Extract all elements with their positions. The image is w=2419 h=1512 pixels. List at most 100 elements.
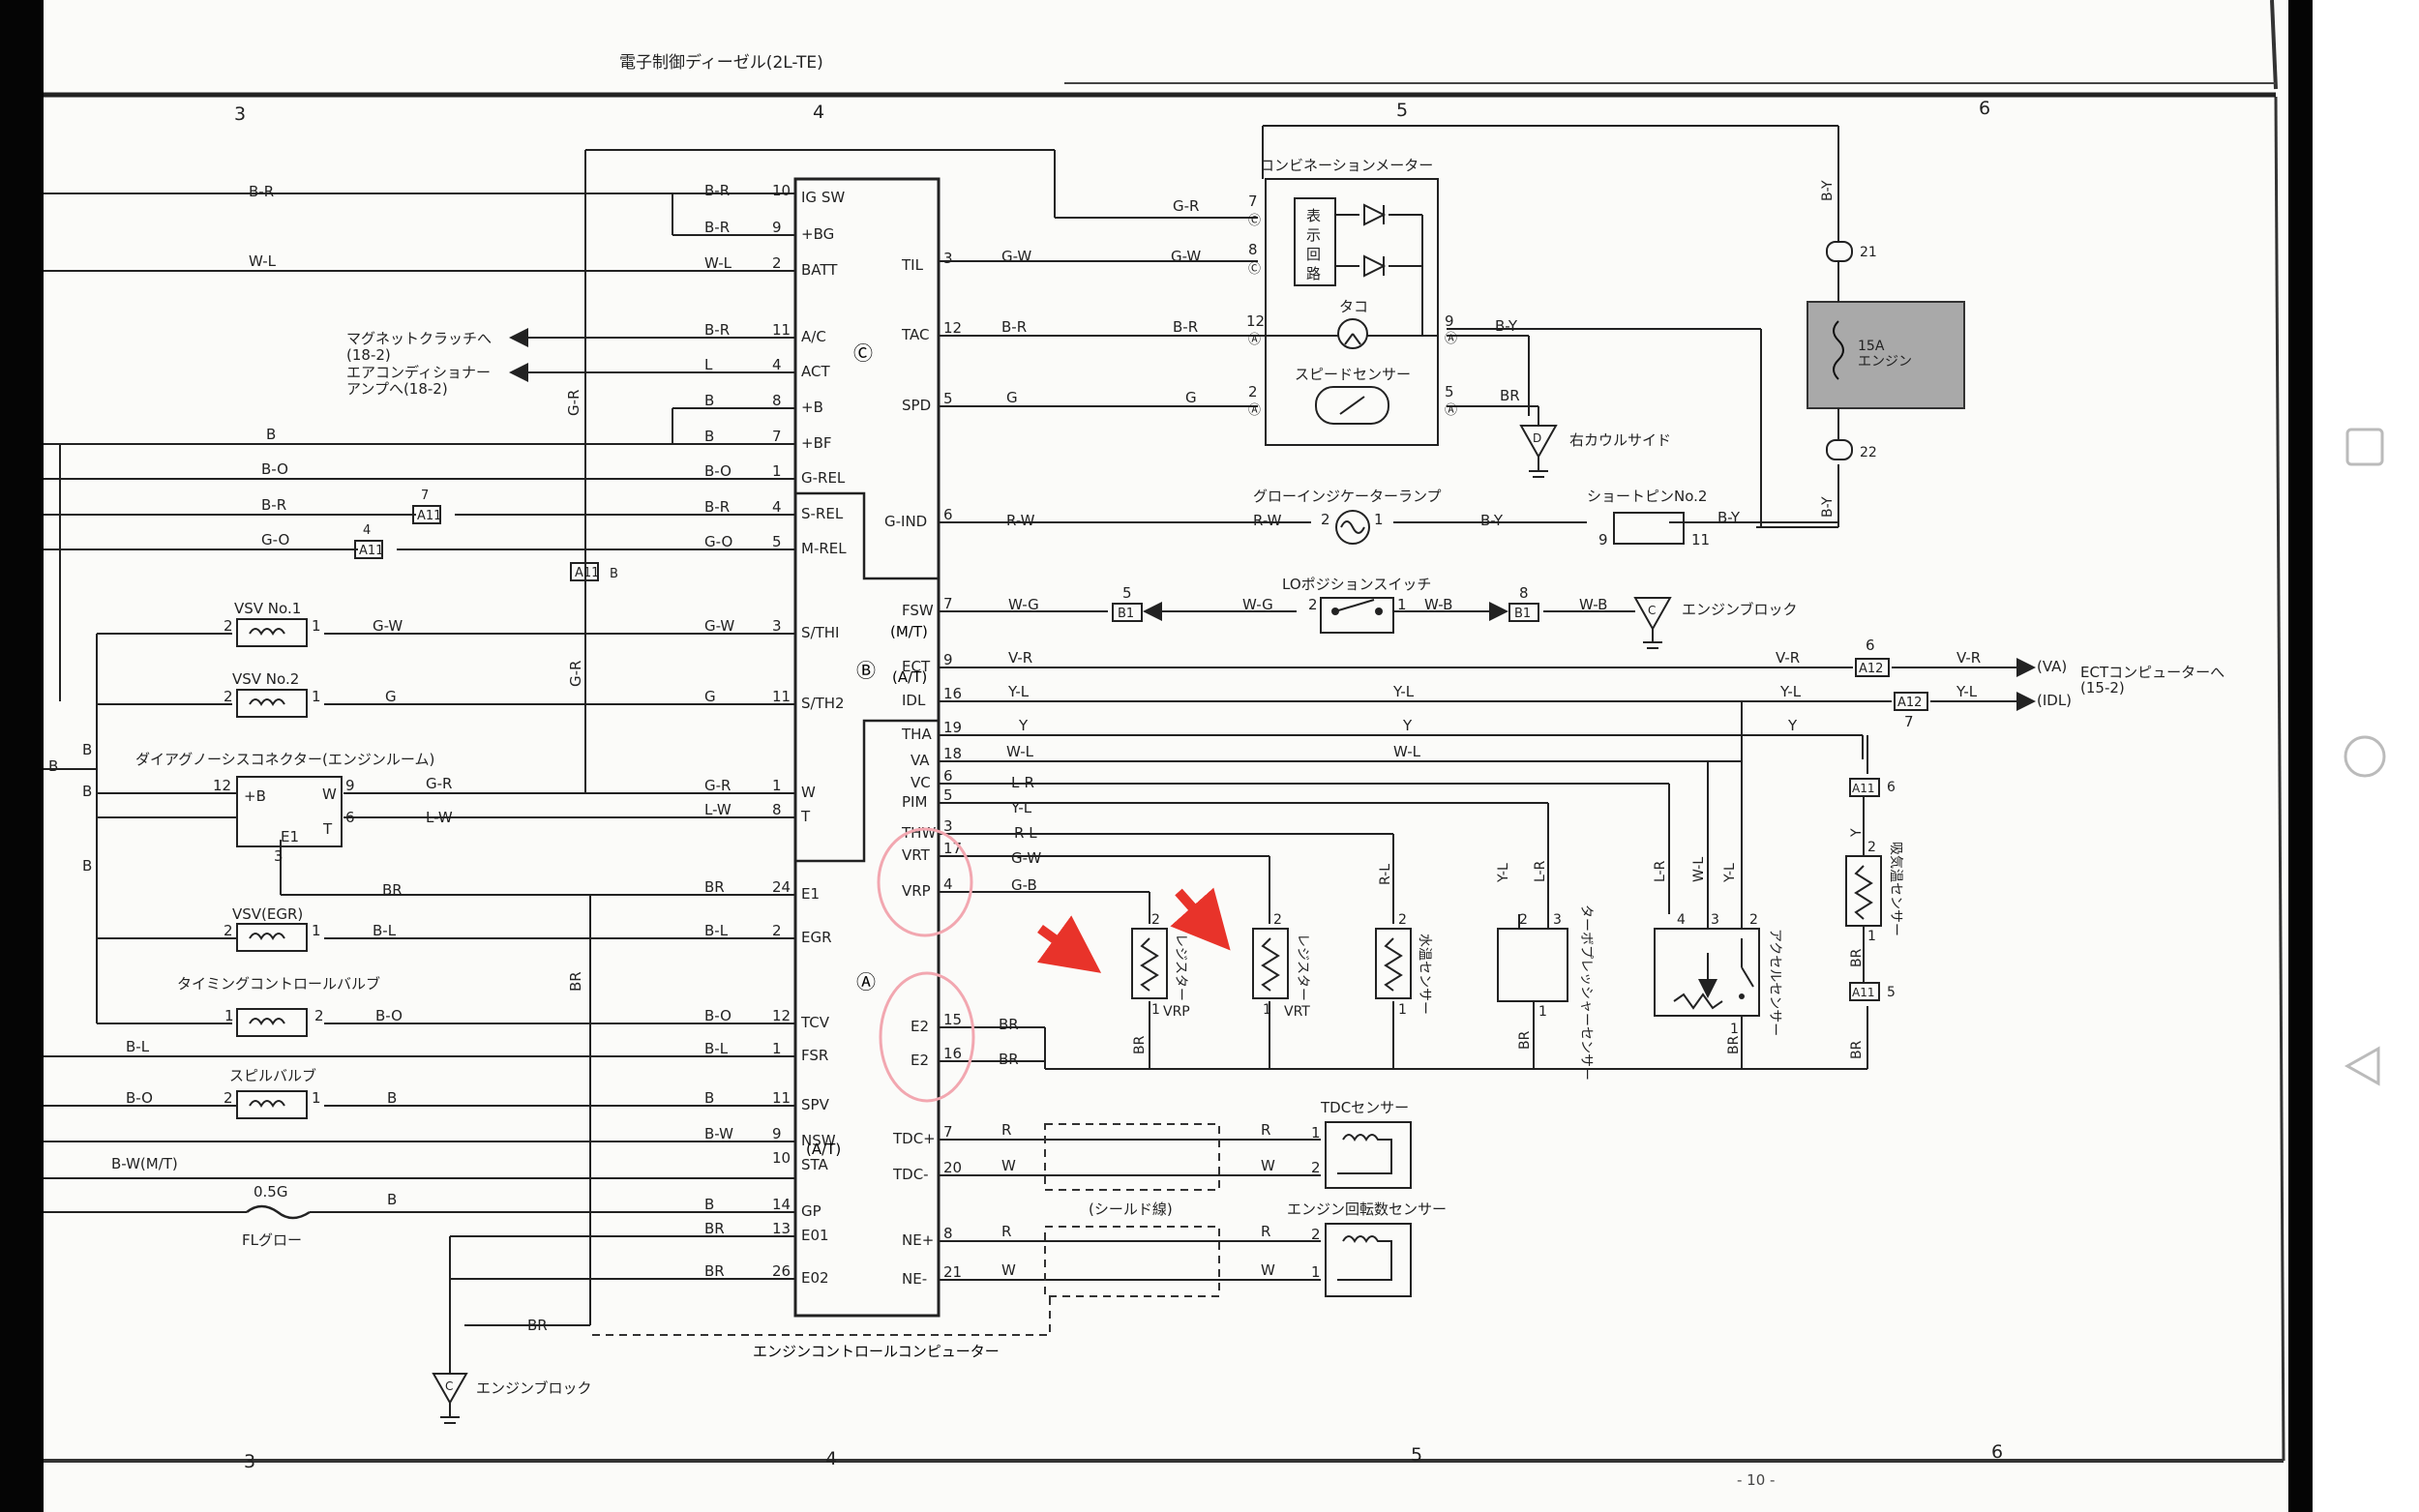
svg-text:Y-L: Y-L — [1779, 683, 1802, 700]
ecu-pin-number: 12 — [943, 319, 962, 337]
ecu-pin-number: 1 — [772, 1040, 782, 1057]
svg-text:1: 1 — [1398, 1002, 1407, 1018]
svg-text:1: 1 — [312, 1089, 321, 1107]
svg-text:TDCセンサー: TDCセンサー — [1320, 1099, 1409, 1116]
svg-text:A12: A12 — [1897, 696, 1922, 710]
svg-text:W: W — [322, 786, 337, 803]
ecu-pin-number: 7 — [943, 595, 953, 612]
ecu-pin-number: 9 — [943, 651, 953, 668]
svg-text:B1: B1 — [1118, 607, 1134, 621]
ecu-pin-name: NE+ — [902, 1231, 934, 1249]
svg-text:R-W: R-W — [1006, 512, 1035, 529]
vertical-wire-gr2: G-R — [567, 661, 584, 687]
svg-text:B-Y: B-Y — [1820, 180, 1836, 201]
svg-text:コンビネーションメーター: コンビネーションメーター — [1260, 157, 1433, 174]
svg-text:G-B: G-B — [1011, 876, 1037, 894]
svg-text:6: 6 — [1887, 780, 1896, 795]
ecu-pin-number: 1 — [772, 777, 782, 794]
ecu-wire-label: BR — [704, 1220, 725, 1237]
back-button[interactable] — [2340, 1041, 2390, 1091]
arrows-out — [509, 328, 581, 382]
turbo-pressure-sensor: 2 3 1 ターボプレッシャーセンサー Y-L L-R BR — [1496, 803, 1594, 1081]
svg-text:BR: BR — [1849, 948, 1865, 967]
ecu-pin-name: BATT — [801, 261, 838, 279]
svg-text:VRP: VRP — [1163, 1004, 1190, 1020]
ecu-pin-name: VRP — [902, 882, 931, 900]
svg-text:BR: BR — [1849, 1040, 1865, 1059]
svg-text:B-Y: B-Y — [1495, 317, 1518, 335]
lo-position-switch: LOポジションスイッチ 2 1 W-G W-B B1 5 B1 8 W-B W-… — [1008, 576, 1607, 634]
wire-label: B-R — [249, 183, 274, 200]
ecu-pin-number: 3 — [943, 817, 953, 835]
ecu-pin-name: +B — [801, 399, 823, 416]
svg-text:右カウルサイド: 右カウルサイド — [1569, 431, 1671, 449]
home-button[interactable] — [2340, 731, 2390, 782]
ecu-pin-number: 11 — [772, 1089, 791, 1107]
grid-num: 4 — [825, 1448, 837, 1469]
circle-e2 — [879, 971, 975, 1103]
ecu-pin-name: IDL — [902, 692, 926, 709]
fl-glow-fuse: 0.5G FLグロー — [242, 1183, 311, 1249]
paper — [44, 0, 2288, 1512]
ecu-wire-label: B-O — [704, 1007, 732, 1024]
left-b: B — [82, 857, 92, 875]
ecu-wire-label: B-R — [704, 182, 730, 199]
svg-text:V-R: V-R — [1776, 649, 1800, 667]
svg-text:A12: A12 — [1859, 662, 1883, 676]
svg-text:路: 路 — [1306, 265, 1321, 282]
svg-text:4: 4 — [363, 523, 371, 538]
right-arrows — [2003, 658, 2036, 711]
ecu-wire-label: G — [1006, 389, 1018, 406]
svg-text:W-L: W-L — [1691, 857, 1707, 882]
android-nav-bar — [2313, 0, 2419, 1512]
svg-text:エンジンブロック: エンジンブロック — [1682, 601, 1798, 618]
ecu-pin-number: 11 — [772, 688, 791, 705]
ecu-wire-label: BR — [704, 1262, 725, 1280]
ect-sub: (A/T) — [892, 668, 927, 686]
svg-text:R-L: R-L — [1014, 824, 1037, 842]
svg-text:Y: Y — [1849, 828, 1865, 838]
grid-num: 5 — [1396, 100, 1408, 121]
ecu-pin-name: NE- — [902, 1270, 927, 1288]
ecu-pin-number: 2 — [772, 254, 782, 272]
ecu-wire-label: BR — [704, 878, 725, 896]
svg-text:W: W — [1261, 1261, 1275, 1279]
svg-text:2: 2 — [1519, 912, 1528, 928]
svg-text:4: 4 — [1677, 912, 1686, 928]
svg-text:W: W — [1001, 1261, 1016, 1279]
left-wiring — [44, 149, 1258, 1374]
svg-text:1: 1 — [1867, 929, 1876, 944]
svg-text:L-W: L-W — [426, 809, 453, 826]
svg-text:マグネットクラッチへ: マグネットクラッチへ — [346, 330, 492, 347]
ecu-pin-number: 7 — [772, 428, 782, 445]
ecu-pin-number: 8 — [772, 392, 782, 409]
red-arrow-vrt — [1170, 887, 1231, 951]
svg-text:W-L: W-L — [1393, 743, 1421, 760]
svg-text:レジスター: レジスター — [1295, 934, 1310, 1001]
svg-text:G: G — [385, 688, 397, 705]
svg-text:W: W — [1261, 1157, 1275, 1174]
ecu-pin-name: FSW — [902, 602, 934, 619]
wire-label: B — [266, 426, 276, 443]
recents-button[interactable] — [2340, 422, 2390, 472]
svg-text:Ⓐ: Ⓐ — [1248, 333, 1261, 347]
ecu-pin-number: 4 — [943, 875, 953, 893]
svg-text:3: 3 — [274, 847, 284, 865]
svg-text:W-G: W-G — [1242, 596, 1273, 613]
svg-text:5: 5 — [1445, 383, 1454, 400]
svg-text:1: 1 — [1374, 511, 1384, 528]
wire-label: G-O — [261, 531, 289, 548]
svg-text:2: 2 — [224, 1089, 233, 1107]
ecu-pin-name: GP — [801, 1202, 821, 1220]
svg-text:2: 2 — [1867, 840, 1876, 855]
svg-text:BR: BR — [1132, 1035, 1148, 1054]
ecu-pin-number: 5 — [943, 786, 953, 804]
svg-text:G-R: G-R — [1173, 197, 1199, 215]
grid-num: 6 — [1979, 98, 1990, 119]
ecu-connector-c: Ⓒ — [853, 341, 873, 365]
left-wire-labels: B-R W-L B B-O B-R G-O B-L B-O B-W(M/T) B… — [48, 183, 584, 1208]
ecu-left-pins: IG SW10B-R+BG9B-RBATT2W-LA/C11B-RACT4L+B… — [704, 182, 847, 1287]
ecu-pin-number: 18 — [943, 745, 962, 762]
combination-meter: コンビネーションメーター 表 示 回 路 タコ スピードセンサー 7 8 12 … — [1173, 157, 1671, 478]
ecu-wire-label: G — [1185, 389, 1197, 406]
